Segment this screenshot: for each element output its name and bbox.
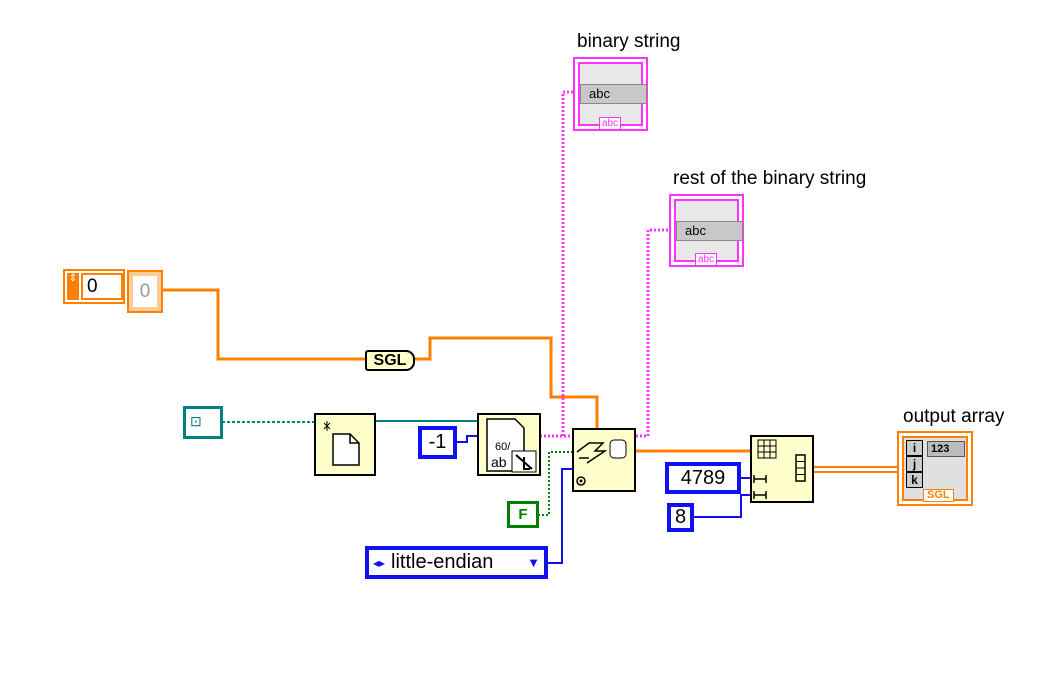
svg-text:ab: ab: [491, 454, 507, 470]
open-file-node[interactable]: [314, 413, 376, 476]
reshape-array-node[interactable]: [750, 435, 814, 503]
array-type-tag: SGL: [923, 489, 954, 502]
dropdown-arrow-icon[interactable]: ▼: [527, 555, 540, 570]
output-array-indicator[interactable]: i j k 123 SGL: [897, 431, 973, 506]
to-sgl-node[interactable]: SGL: [365, 350, 415, 371]
unflatten-icon: [576, 439, 627, 486]
binary-string-indicator[interactable]: abc abc: [573, 57, 648, 131]
file-path-constant[interactable]: ⊡: [183, 406, 223, 439]
array-element[interactable]: 0: [127, 270, 163, 313]
rest-string-label: rest of the binary string: [673, 168, 867, 189]
wire-binary-string: [561, 90, 577, 436]
array-constant[interactable]: ⇕ 0: [63, 269, 125, 304]
rest-string-indicator[interactable]: abc abc: [669, 194, 744, 267]
svg-text:60/: 60/: [495, 441, 511, 453]
array-index-column[interactable]: i j k: [906, 440, 923, 488]
wire-count: [456, 435, 477, 443]
wire-boolean: [538, 451, 572, 516]
array-element-display: 123: [927, 441, 965, 457]
wire-endian: [547, 468, 572, 564]
path-icon: ⊡: [190, 413, 202, 429]
wire-array-to-convert: [162, 288, 365, 361]
wire-rest-string: [636, 228, 677, 438]
enum-arrows-icon[interactable]: ◂▸: [373, 555, 386, 570]
wire-convert-to-unflatten: [414, 336, 599, 428]
new-file-icon: [323, 421, 360, 466]
reshape-array-icon: [753, 439, 806, 499]
byte-order-enum[interactable]: ◂▸ little-endian ▼: [365, 546, 548, 579]
wire-dim2: [693, 494, 750, 518]
index-spinner[interactable]: ⇕: [67, 273, 79, 300]
dimension-size-2-constant[interactable]: 8: [667, 503, 694, 532]
binary-string-label: binary string: [577, 31, 681, 52]
dimension-size-1-constant[interactable]: 4789: [665, 462, 741, 494]
unflatten-from-string-node[interactable]: [572, 428, 636, 492]
boolean-constant[interactable]: F: [507, 501, 539, 528]
output-array-label: output array: [903, 406, 1005, 427]
array-index[interactable]: 0: [81, 273, 123, 300]
count-constant[interactable]: -1: [418, 426, 457, 459]
